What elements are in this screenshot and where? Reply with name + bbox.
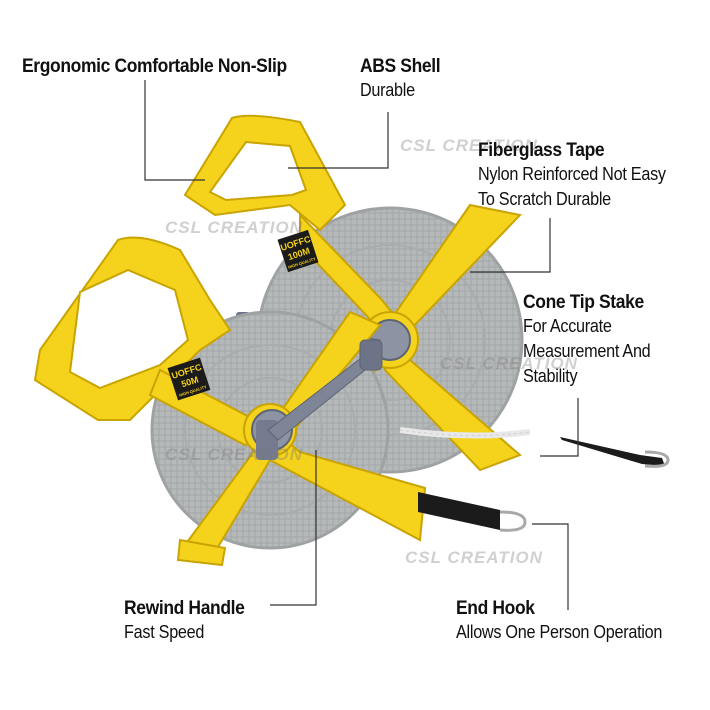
end-hook: [418, 492, 527, 532]
callout-hook: End Hook Allows One Person Operation: [456, 598, 685, 645]
callout-rewind-title: Rewind Handle: [124, 598, 245, 619]
back-frame: [183, 114, 522, 472]
callout-stake-desc-line3: Stability: [523, 366, 578, 386]
callout-shell: ABS Shell Durable: [360, 56, 447, 103]
callout-grip: Ergonomic Comfortable Non-Slip: [22, 56, 310, 78]
callout-leader-lines: [144, 80, 579, 610]
watermark: CSL CREATION: [440, 354, 578, 373]
hook-leader-line: [532, 523, 569, 610]
tape-leader-line: [470, 218, 551, 273]
callout-tape-desc-line2: To Scratch Durable: [478, 189, 611, 209]
callout-rewind-desc: Fast Speed: [124, 622, 205, 642]
stake-leader-line: [540, 398, 579, 457]
callout-stake-desc-line1: For Accurate: [523, 316, 612, 336]
callout-grip-title: Ergonomic Comfortable Non-Slip: [22, 56, 287, 77]
rewind-leader-line: [270, 450, 317, 606]
callout-stake-title: Cone Tip Stake: [523, 292, 644, 313]
callout-tape-desc-line1: Nylon Reinforced Not Easy: [478, 164, 666, 184]
cone-tip-stake: [560, 437, 670, 468]
callout-stake: Cone Tip Stake For Accurate Measurement …: [523, 292, 665, 389]
grip-leader-line: [144, 80, 205, 181]
front-crank-handle: [267, 339, 383, 441]
callout-rewind: Rewind Handle Fast Speed: [124, 598, 255, 645]
back-tape-strip: [399, 427, 531, 439]
callout-shell-title: ABS Shell: [360, 56, 441, 77]
watermark: CSL CREATION: [405, 548, 543, 567]
callout-tape: Fiberglass Tape Nylon Reinforced Not Eas…: [478, 140, 687, 212]
callout-stake-desc-line2: Measurement And: [523, 341, 651, 361]
watermark: CSL CREATION: [165, 445, 303, 464]
front-brand-label: [167, 357, 211, 401]
watermark: CSL CREATION: [165, 218, 303, 237]
watermark: CSL CREATION: [400, 136, 538, 155]
callout-hook-desc: Allows One Person Operation: [456, 622, 663, 642]
back-brand-label: [277, 229, 319, 273]
callout-hook-title: End Hook: [456, 598, 535, 619]
callout-tape-title: Fiberglass Tape: [478, 140, 605, 161]
shell-leader-line: [288, 112, 389, 169]
callout-shell-desc: Durable: [360, 80, 415, 100]
